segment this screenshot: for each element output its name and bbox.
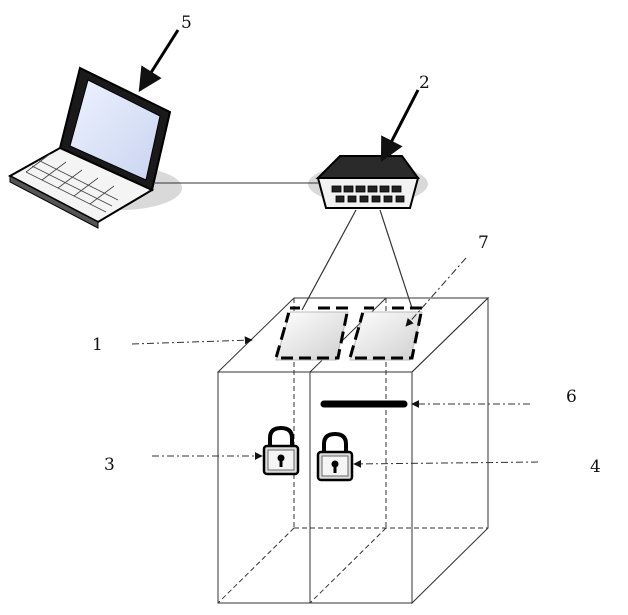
leader-line-1 [131,336,253,345]
callout-7: 7 [478,233,489,253]
callout-3: 3 [104,455,115,475]
callout-6: 6 [566,387,577,407]
card-reader-left-icon [274,306,350,361]
callout-1: 1 [92,335,103,355]
callout-5: 5 [181,13,192,33]
leader-line-5 [138,29,180,93]
switch-reader-cable-left [301,209,357,311]
padlock-left-icon [262,425,300,476]
card-reader-right-icon [348,306,424,361]
cabinet-box [216,296,490,605]
leader-line-2 [380,89,420,163]
callout-2: 2 [419,73,430,93]
network-switch-icon [308,155,428,209]
laptop-icon [7,66,182,229]
leader-line-7 [405,257,467,327]
padlock-right-icon [316,431,354,482]
switch-reader-cable-right [379,209,413,309]
callout-4: 4 [590,457,601,477]
leader-line-4 [353,459,539,468]
